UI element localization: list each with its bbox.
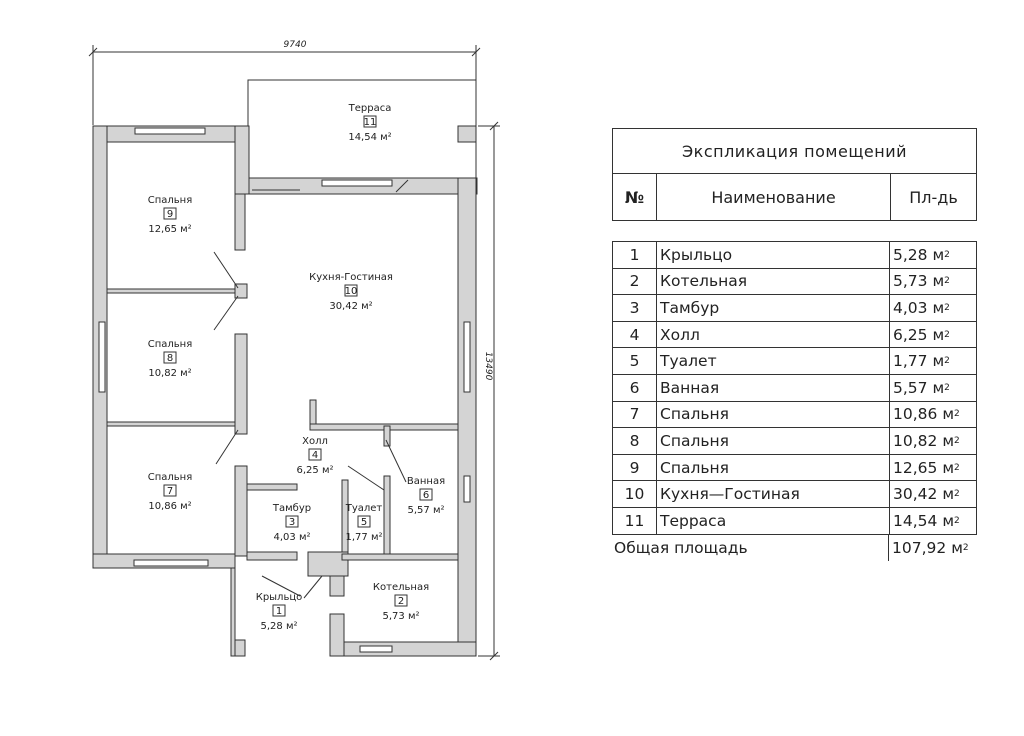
room-label: Терраса 11 14,54 м²	[348, 103, 392, 143]
svg-text:5,73 м²: 5,73 м²	[383, 611, 420, 622]
room-label: Туалет 5 1,77 м²	[345, 503, 383, 543]
svg-text:14,54 м²: 14,54 м²	[348, 132, 391, 143]
svg-text:10: 10	[345, 286, 358, 297]
svg-text:12,65 м²: 12,65 м²	[148, 224, 191, 235]
explication-columns: № Наименование Пл-дь	[613, 174, 976, 220]
windows	[98, 127, 471, 653]
svg-text:1,77 м²: 1,77 м²	[346, 532, 383, 543]
svg-text:8: 8	[167, 353, 173, 364]
dimension-height: 13490	[478, 121, 500, 661]
column-number: №	[613, 174, 657, 220]
column-name: Наименование	[657, 174, 891, 220]
svg-text:6,25 м²: 6,25 м²	[297, 465, 334, 476]
room-label: Спальня 9 12,65 м²	[148, 195, 193, 235]
svg-text:2: 2	[398, 596, 404, 607]
svg-text:Крыльцо: Крыльцо	[256, 592, 303, 603]
explication-table: Экспликация помещений № Наименование Пл-…	[612, 128, 977, 561]
terrace-post	[457, 125, 477, 143]
svg-text:7: 7	[167, 486, 173, 497]
svg-text:Туалет: Туалет	[345, 503, 383, 514]
svg-text:Тамбур: Тамбур	[272, 503, 311, 514]
dim-height-label: 13490	[483, 352, 493, 381]
svg-text:4: 4	[312, 450, 318, 461]
svg-text:10,82 м²: 10,82 м²	[148, 368, 191, 379]
svg-text:4,03 м²: 4,03 м²	[274, 532, 311, 543]
room-label: Спальня 7 10,86 м²	[148, 472, 193, 512]
room-label: Холл 4 6,25 м²	[297, 436, 334, 476]
svg-text:Спальня: Спальня	[148, 195, 193, 206]
svg-text:3: 3	[289, 517, 295, 528]
explication-title: Экспликация помещений	[613, 129, 976, 174]
room-label: Тамбур 3 4,03 м²	[272, 503, 311, 543]
room-label: Крыльцо 1 5,28 м²	[256, 592, 303, 632]
total-area-label: Общая площадь	[612, 534, 889, 561]
explication-header: Экспликация помещений № Наименование Пл-…	[612, 128, 977, 221]
room-labels: Терраса 11 14,54 м² Спальня 9 12,65 м² К…	[148, 103, 445, 632]
room-label: Котельная 2 5,73 м²	[373, 582, 429, 622]
interior-walls	[106, 125, 459, 657]
room-label: Спальня 8 10,82 м²	[148, 339, 193, 379]
room-label: Кухня-Гостиная 10 30,42 м²	[309, 272, 393, 312]
svg-text:9: 9	[167, 209, 173, 220]
svg-text:5: 5	[361, 517, 367, 528]
svg-text:Ванная: Ванная	[407, 476, 445, 487]
svg-text:30,42 м²: 30,42 м²	[329, 301, 372, 312]
svg-text:10,86 м²: 10,86 м²	[148, 501, 191, 512]
svg-text:11: 11	[364, 117, 377, 128]
terrace-outline	[247, 79, 477, 178]
svg-text:Кухня-Гостиная: Кухня-Гостиная	[309, 272, 393, 283]
svg-text:Котельная: Котельная	[373, 582, 429, 593]
svg-text:Холл: Холл	[302, 436, 328, 447]
svg-text:Спальня: Спальня	[148, 472, 193, 483]
door-swings	[213, 179, 409, 599]
svg-text:Терраса: Терраса	[348, 103, 392, 114]
svg-text:5,28 м²: 5,28 м²	[261, 621, 298, 632]
svg-text:5,57 м²: 5,57 м²	[408, 505, 445, 516]
column-area: Пл-дь	[909, 187, 958, 207]
floor-plan: 9740 13490	[88, 40, 500, 661]
svg-text:6: 6	[423, 490, 429, 501]
dim-width-label: 9740	[284, 40, 307, 50]
svg-text:1: 1	[276, 606, 282, 617]
svg-text:Спальня: Спальня	[148, 339, 193, 350]
room-label: Ванная 6 5,57 м²	[407, 476, 445, 516]
dimension-width: 9740	[88, 40, 481, 125]
